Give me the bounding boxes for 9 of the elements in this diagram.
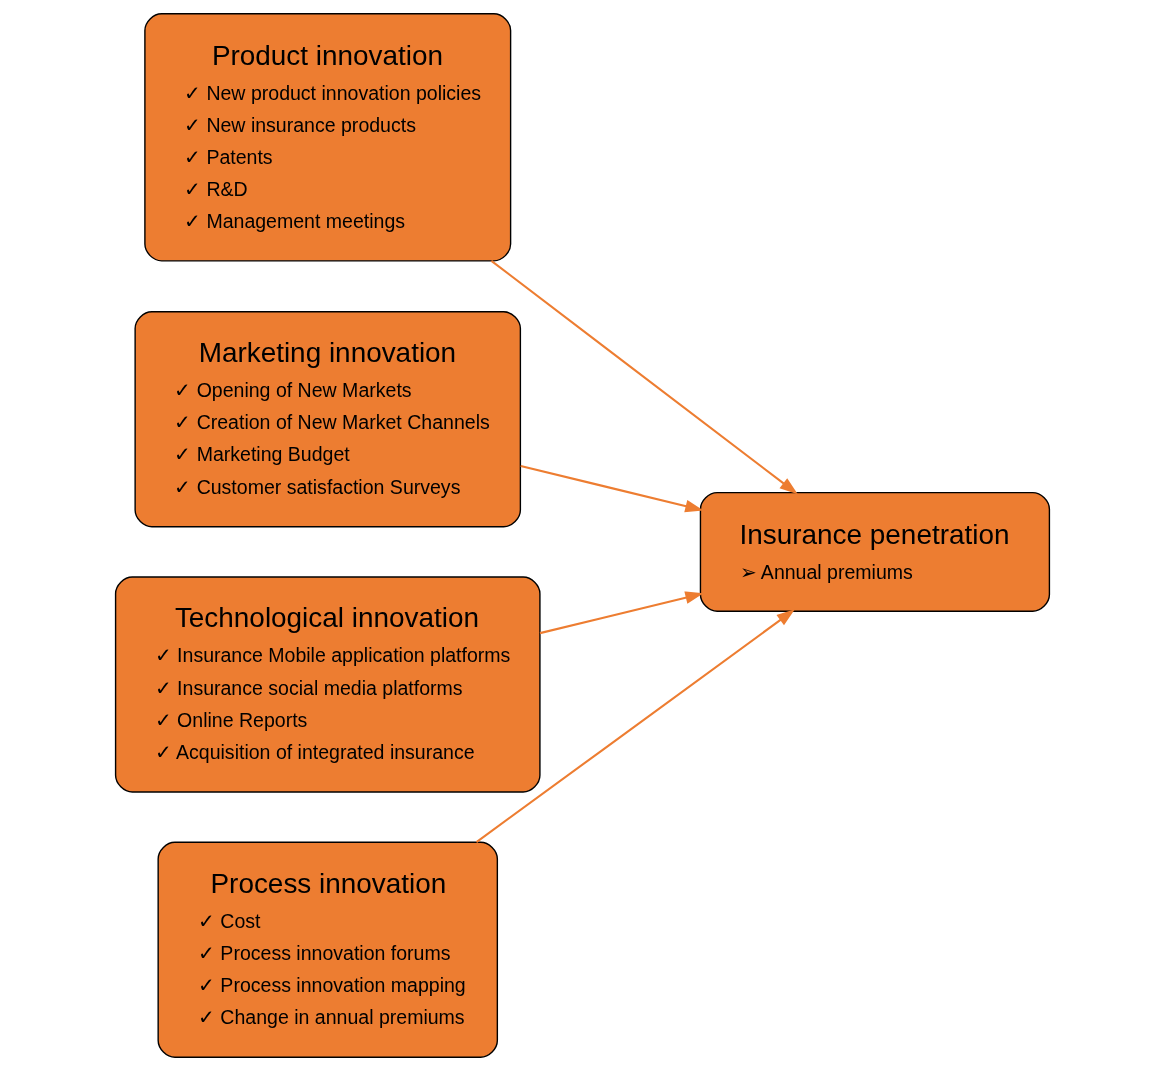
arrow <box>520 464 704 513</box>
arrow <box>490 260 798 495</box>
node-box: Process innovation ✓ Cost ✓ Process innovation forums ✓ Process innovation mapping ✓ Change in annual premiums <box>157 841 499 1058</box>
node-box: Technological innovation ✓ Insurance Mobile application platforms ✓ Insurance social media platforms ✓ Online Reports ✓ Acquisition of integrated insurance <box>114 576 541 793</box>
node-box: Product innovation ✓ New product innovation policies ✓ New insurance products ✓ Patents ✓ R&D ✓ Management meetings <box>144 13 512 262</box>
arrow <box>539 591 704 635</box>
node-box: Marketing innovation ✓ Opening of New Markets ✓ Creation of New Market Channels ✓ Marketing Budget ✓ Customer satisfaction Surveys <box>134 311 522 528</box>
node-box: Insurance penetration ➢ Annual premiums <box>699 491 1051 612</box>
arrow <box>475 609 795 843</box>
